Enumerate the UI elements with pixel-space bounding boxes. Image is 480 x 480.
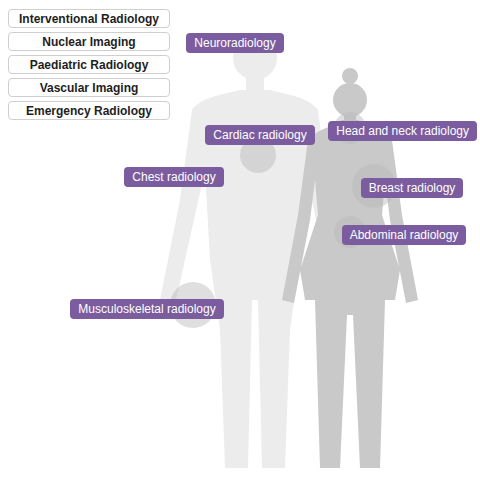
label-text: Neuroradiology: [194, 36, 275, 50]
label-text: Emergency Radiology: [26, 104, 152, 118]
region-label: Abdominal radiology: [342, 225, 467, 245]
label-text: Paediatric Radiology: [30, 58, 149, 72]
subspecialty-tag: Nuclear Imaging: [8, 32, 170, 51]
subspecialty-tag: Vascular Imaging: [8, 78, 170, 97]
label-text: Interventional Radiology: [19, 12, 159, 26]
region-label: Neuroradiology: [186, 33, 283, 53]
region-label: Cardiac radiology: [205, 125, 314, 145]
subspecialty-tag: Emergency Radiology: [8, 101, 170, 120]
region-label: Head and neck radiology: [328, 121, 477, 141]
label-text: Nuclear Imaging: [42, 35, 135, 49]
subspecialty-tag: Paediatric Radiology: [8, 55, 170, 74]
subspecialty-tag: Interventional Radiology: [8, 9, 170, 28]
label-text: Musculoskeletal radiology: [78, 302, 215, 316]
region-label: Musculoskeletal radiology: [70, 299, 223, 319]
label-text: Vascular Imaging: [40, 81, 139, 95]
label-text: Cardiac radiology: [213, 128, 306, 142]
region-label: Breast radiology: [361, 178, 464, 198]
label-text: Abdominal radiology: [350, 228, 459, 242]
label-text: Head and neck radiology: [336, 124, 469, 138]
region-label: Chest radiology: [124, 167, 223, 187]
highlight-circles: [170, 112, 396, 328]
label-text: Breast radiology: [369, 181, 456, 195]
label-text: Chest radiology: [132, 170, 215, 184]
